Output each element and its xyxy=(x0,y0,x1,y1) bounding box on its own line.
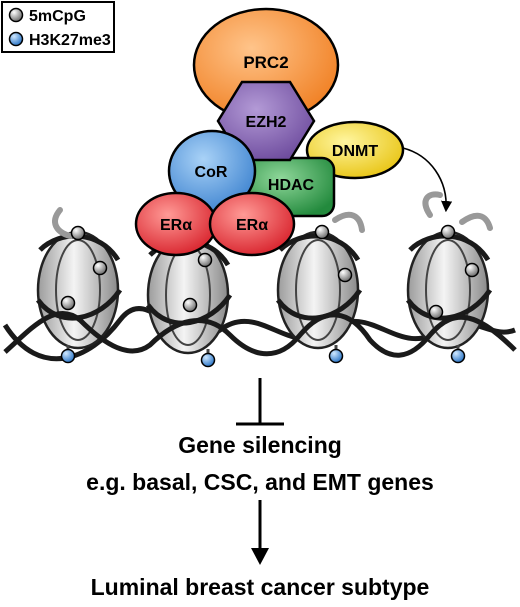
h3k27me3-icon xyxy=(200,352,216,368)
nucleosome-3 xyxy=(275,211,365,353)
inhibition-bar xyxy=(236,378,284,426)
legend-label-h3k27me3: H3K27me3 xyxy=(29,32,111,49)
dnmt-arrow xyxy=(402,147,453,213)
5mcpg-icon xyxy=(197,252,213,268)
5mcpg-icon xyxy=(60,295,76,311)
gene-silencing-label: Gene silencing xyxy=(178,432,342,458)
era-shape-2 xyxy=(208,191,296,257)
ezh2-shape xyxy=(216,80,316,162)
h3k27me3-icon xyxy=(60,348,76,364)
subtype-label: Luminal breast cancer subtype xyxy=(91,574,430,600)
gene-examples-label: e.g. basal, CSC, and EMT genes xyxy=(86,469,434,495)
prc2-label: PRC2 xyxy=(243,53,288,72)
ezh2-label: EZH2 xyxy=(246,114,287,131)
repressor-complex: PRC2 DNMT HDAC EZH2 CoR ERα ERα xyxy=(134,7,405,257)
5mcpg-marks xyxy=(60,224,480,320)
dnmt-label: DNMT xyxy=(332,143,378,160)
h3k27me3-icon xyxy=(328,348,344,364)
h3k27me3-icon xyxy=(450,348,466,364)
era-label-1: ERα xyxy=(160,217,192,234)
nucleosome-2 xyxy=(145,235,233,357)
dna-strand-front xyxy=(3,311,517,358)
5mcpg-icon xyxy=(182,297,198,313)
5mcpg-icon xyxy=(314,224,330,240)
h3k27me3-marks xyxy=(60,348,466,368)
chromatin xyxy=(2,191,517,368)
era-label-2: ERα xyxy=(236,217,268,234)
hdac-label: HDAC xyxy=(268,177,315,194)
5mcpg-icon xyxy=(337,267,353,283)
legend: 5mCpG H3K27me3 xyxy=(1,1,115,53)
5mcpg-icon xyxy=(70,225,86,241)
down-arrow xyxy=(251,500,269,565)
5mcpg-icon xyxy=(92,260,108,276)
5mcpg-icon xyxy=(464,262,480,278)
5mcpg-icon xyxy=(440,224,456,240)
legend-label-5mcpg: 5mCpG xyxy=(29,8,86,25)
5mcpg-icon xyxy=(428,304,444,320)
cor-label: CoR xyxy=(195,164,228,181)
5mcpg-legend-icon xyxy=(8,7,24,23)
h3k27me3-legend-icon xyxy=(8,31,24,47)
